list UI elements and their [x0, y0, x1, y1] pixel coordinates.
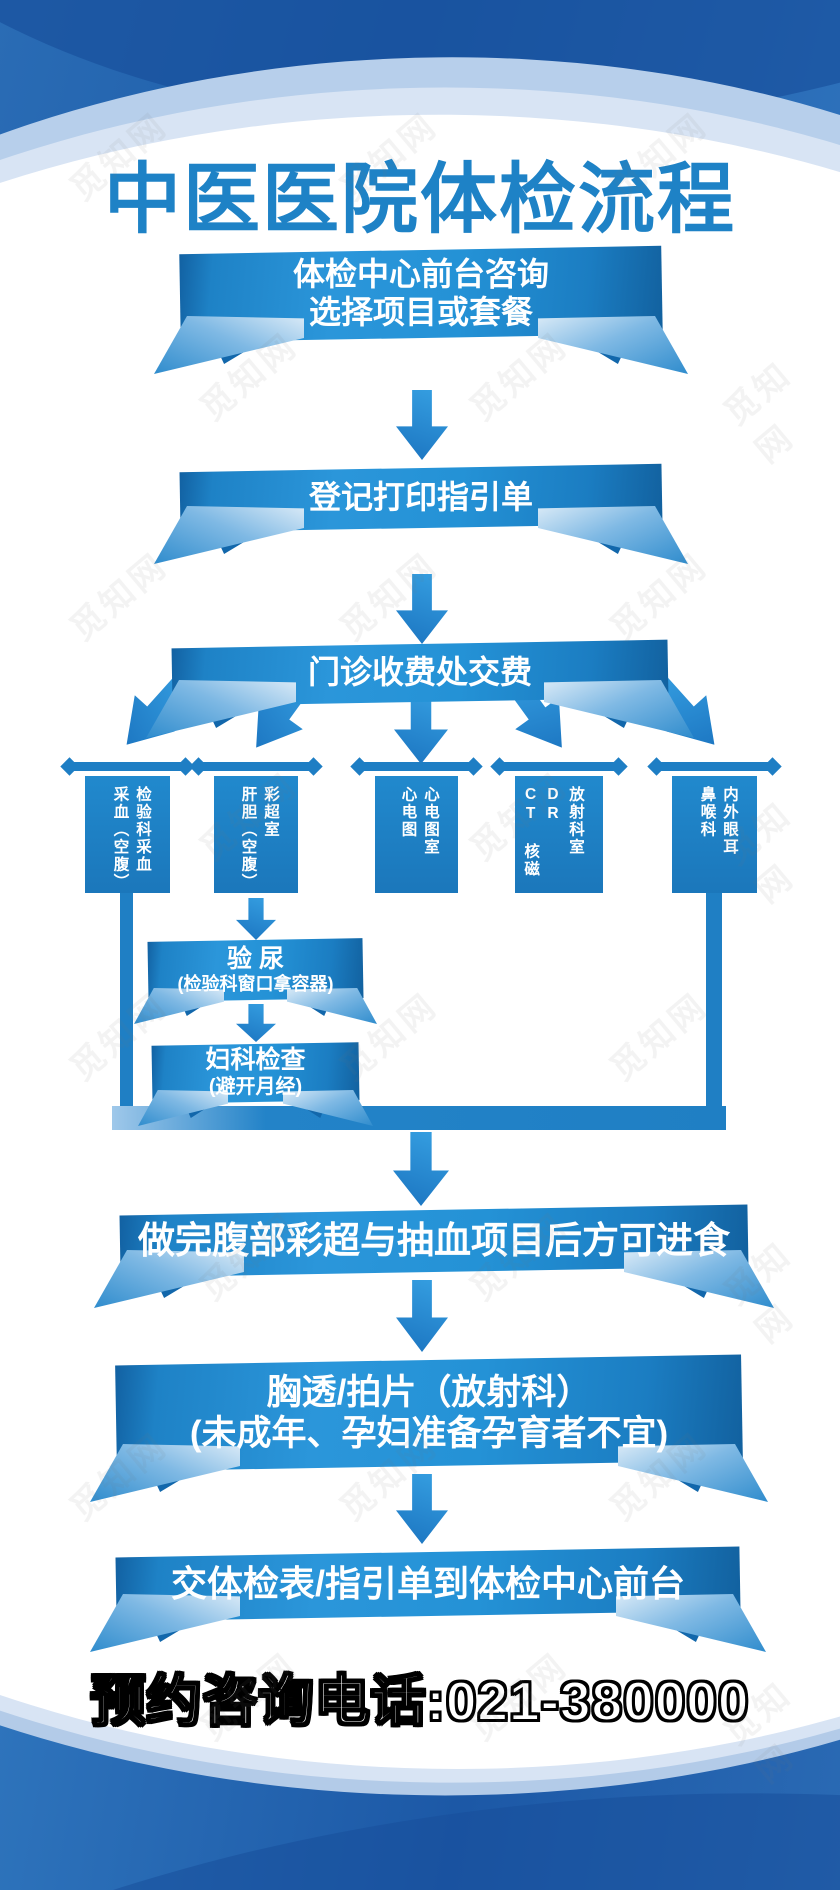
down-arrow-1 [396, 390, 448, 460]
page-title: 中医医院体检流程 [104, 157, 736, 243]
watermark-text: 觅知网 [63, 545, 176, 649]
phone-number-text: 预约咨询电话:021-380000 [90, 1669, 750, 1733]
step1-line1: 体检中心前台咨询 [292, 256, 549, 293]
fan-arrow-3 [394, 692, 448, 764]
department-banner-lab-blood: 检验科采血 采血（空腹） [69, 762, 186, 893]
gyn-line2: (避开月经) [208, 1075, 303, 1098]
gyn-exam-box: 妇科检查 (避开月经) [138, 1042, 373, 1126]
final-step-ribbon: 交体检表/指引单到体检中心前台 [90, 1546, 766, 1652]
banner-hanger-rod [69, 762, 186, 771]
connector-line-right [706, 893, 722, 1130]
down-arrow-2 [396, 574, 448, 644]
banner-hanger-rod [198, 762, 314, 771]
urine-test-box: 验 尿 (检验科窗口拿容器) [134, 938, 377, 1024]
department-col2: 心电图 [399, 786, 417, 839]
step1-ribbon: 体检中心前台咨询 选择项目或套餐 [154, 245, 688, 374]
step3-ribbon: 门诊收费处交费 [146, 639, 694, 738]
department-col2: 采血（空腹） [111, 786, 129, 891]
department-col2: 鼻喉科 [698, 786, 716, 839]
eat-step-ribbon: 做完腹部彩超与抽血项目后方可进食 [94, 1204, 774, 1308]
down-arrow-urine [236, 898, 276, 940]
step3-label: 门诊收费处交费 [307, 654, 532, 691]
urine-line1: 验 尿 [227, 944, 284, 973]
department-col2: 肝胆（空腹） [239, 786, 257, 891]
department-banner-radiology: 放射科室DR CT 核磁 [499, 762, 619, 893]
gyn-line1: 妇科检查 [205, 1046, 306, 1075]
step2-ribbon: 登记打印指引单 [154, 463, 688, 564]
department-col1: 彩超室 [262, 786, 279, 839]
final-step-label: 交体检表/指引单到体检中心前台 [170, 1562, 685, 1604]
banner-hanger-rod [499, 762, 619, 771]
step1-line2: 选择项目或套餐 [308, 294, 533, 330]
department-col1: 内外眼耳 [721, 786, 738, 856]
down-arrow-3 [396, 1280, 448, 1352]
down-arrow-4 [396, 1474, 448, 1544]
watermark-text: 觅知网 [603, 985, 716, 1089]
xray-line2: (未成年、孕妇准备孕育者不宜) [189, 1414, 669, 1453]
department-banner-ecg: 心电图室 心电图 [359, 762, 474, 893]
down-arrow-gyn [236, 1004, 276, 1042]
department-col1: 放射科室DR [544, 786, 584, 856]
department-col1: 检验科采血 [134, 786, 151, 874]
xray-step-ribbon: 胸透/拍片（放射科） (未成年、孕妇准备孕育者不宜) [90, 1354, 768, 1502]
eat-step-label: 做完腹部彩超与抽血项目后方可进食 [138, 1220, 730, 1262]
xray-line1: 胸透/拍片（放射科） [266, 1372, 592, 1412]
banner-hanger-rod [656, 762, 773, 771]
watermark-text: 觅知网 [717, 354, 803, 471]
department-col1: 心电图室 [422, 786, 439, 856]
urine-line2: (检验科窗口拿容器) [177, 974, 334, 995]
step2-label: 登记打印指引单 [308, 479, 533, 516]
connector-line-left [120, 893, 133, 1130]
department-banner-ent-eye: 内外眼耳 鼻喉科 [656, 762, 773, 893]
banner-hanger-rod [359, 762, 474, 771]
department-col2: CT 核磁 [522, 786, 540, 878]
department-banner-ultrasound: 彩超室 肝胆（空腹） [198, 762, 314, 893]
bottom-wave-decoration [0, 1680, 840, 1890]
down-arrow-center [393, 1132, 449, 1206]
collector-bar [112, 1106, 726, 1130]
